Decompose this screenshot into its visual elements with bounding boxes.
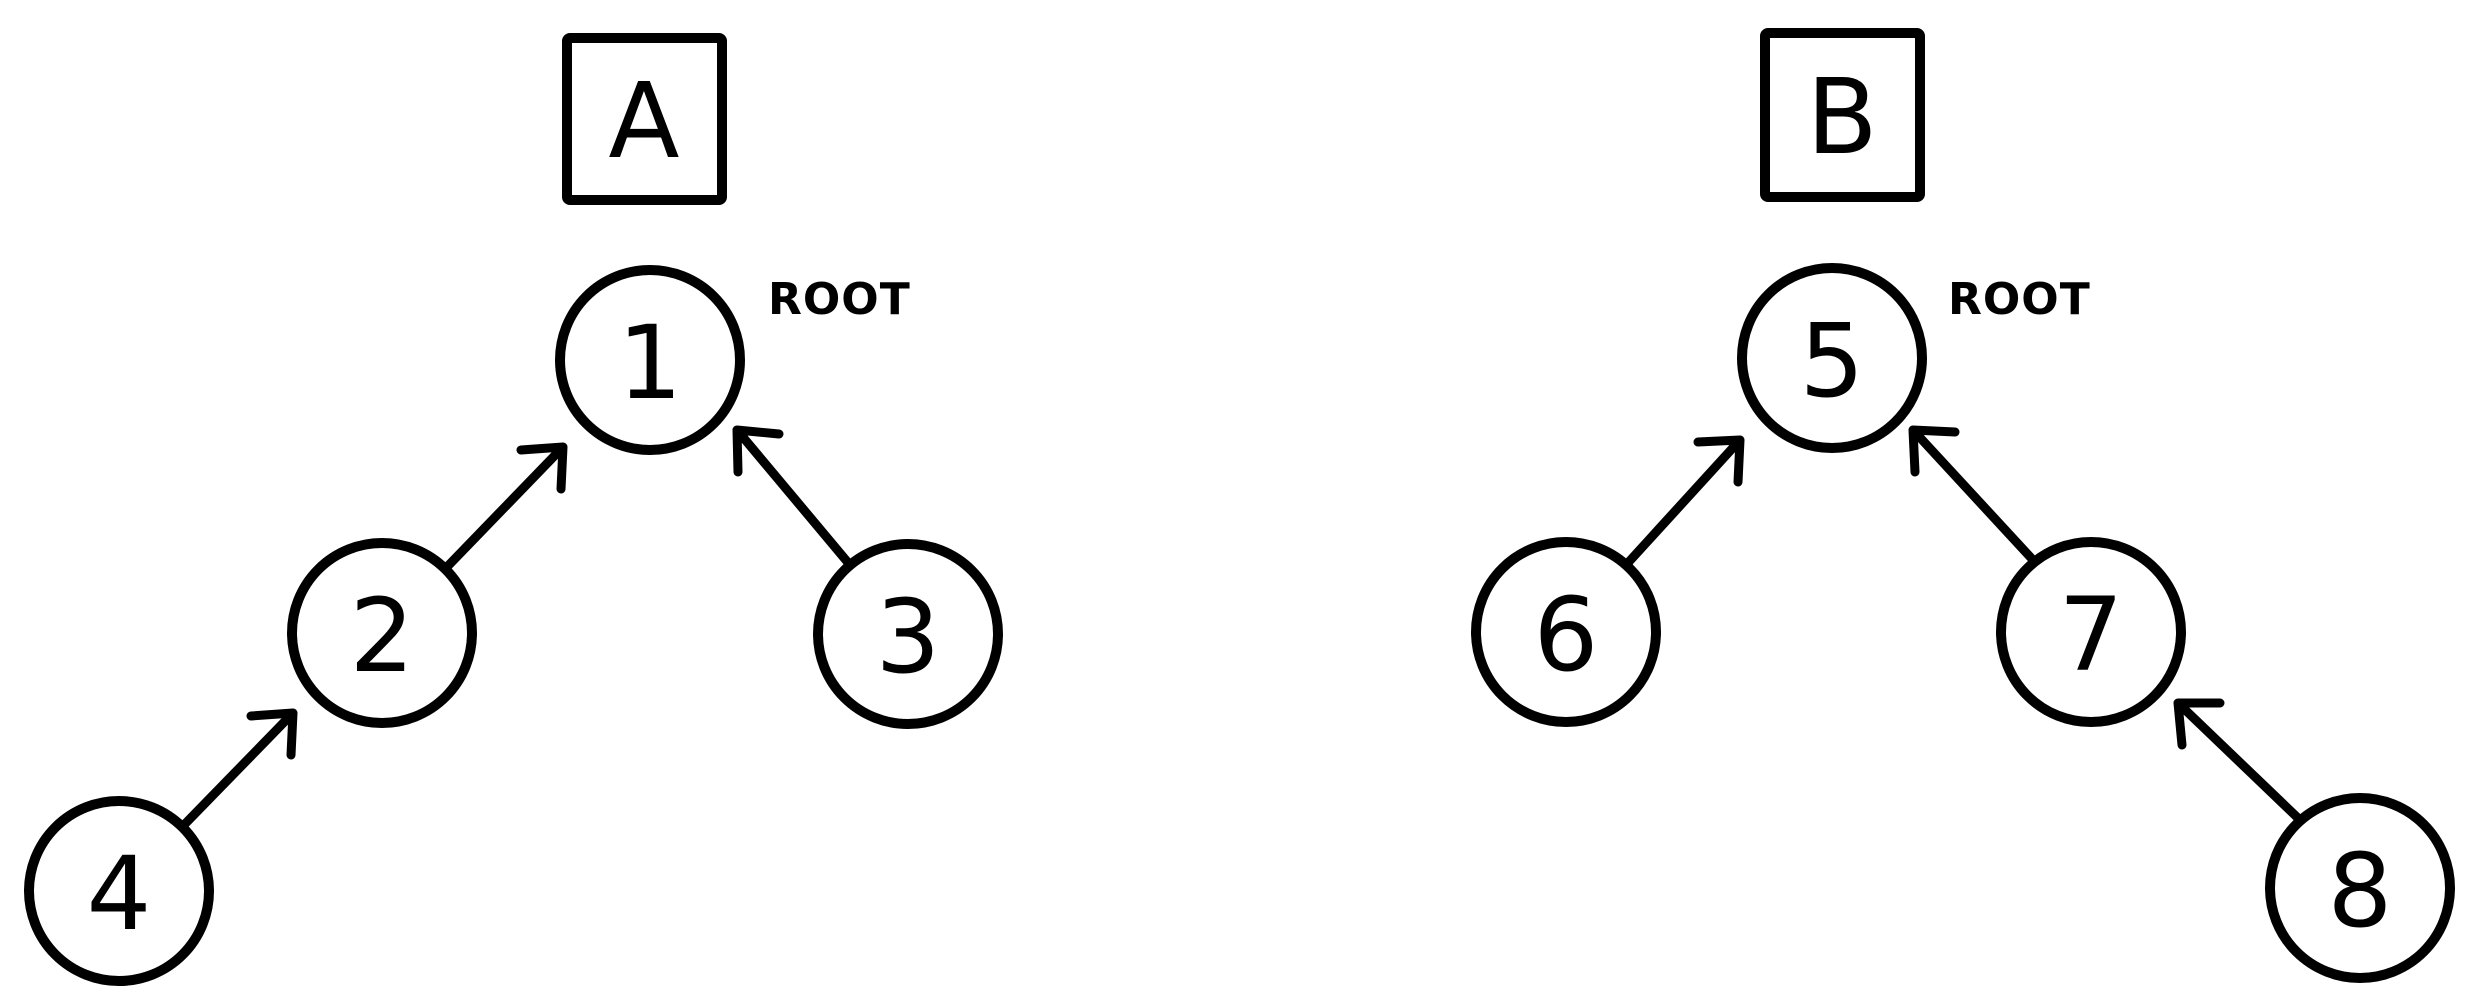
node-5-root (1737, 263, 1927, 453)
edge-3-to-1 (732, 425, 855, 570)
node-2-value: 2 (350, 577, 415, 696)
edge-6-to-5 (1621, 435, 1745, 570)
node-6-value: 6 (1534, 576, 1599, 695)
node-4-value: 4 (87, 835, 152, 954)
tree-a-root-tag: ROOT (768, 274, 911, 325)
node-8 (2265, 793, 2455, 983)
node-3 (813, 539, 1003, 729)
node-1-root (555, 265, 745, 455)
tree-a-label: A (608, 60, 679, 182)
tree-b-label: B (1806, 56, 1877, 178)
node-3-value: 3 (876, 578, 941, 697)
node-1-value: 1 (618, 304, 683, 423)
node-7-value: 7 (2059, 576, 2124, 695)
edge-7-to-5 (1908, 425, 2038, 565)
tree-b: B 5 ROOT 6 7 8 (1471, 28, 2455, 983)
node-2 (287, 538, 477, 728)
tree-a: A 1 ROOT 2 3 4 (24, 33, 1003, 986)
edge-8-to-7 (2173, 698, 2305, 825)
node-4 (24, 796, 214, 986)
node-6 (1471, 537, 1661, 727)
node-7 (1996, 537, 2186, 727)
node-5-value: 5 (1800, 302, 1865, 421)
tree-b-label-box (1760, 28, 1925, 202)
tree-b-root-tag: ROOT (1948, 274, 2091, 325)
node-8-value: 8 (2328, 832, 2393, 951)
tree-a-label-box (562, 33, 727, 205)
edge-2-to-1 (440, 442, 568, 574)
edge-4-to-2 (177, 708, 298, 832)
